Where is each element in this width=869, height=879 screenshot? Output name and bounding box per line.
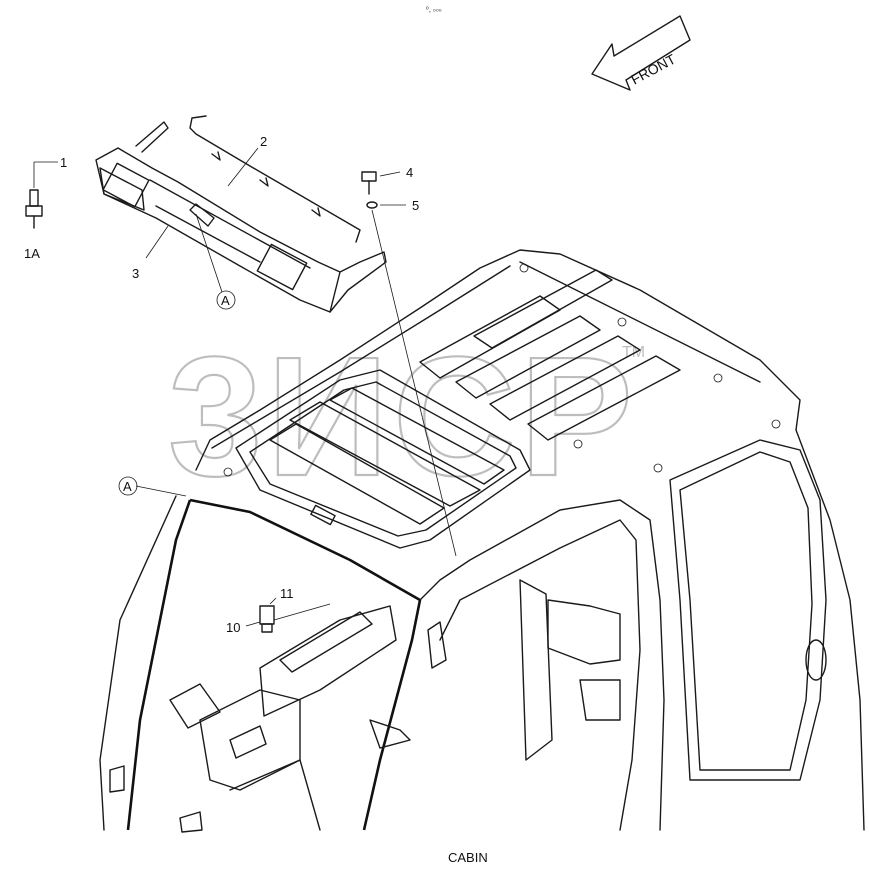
callout-2: 2 [260,134,267,149]
callout-3: 3 [132,266,139,281]
washer-part-5 [366,201,378,209]
caption: CABIN [448,850,488,865]
work-lamp-bracket [95,121,387,313]
callout-5: 5 [412,198,419,213]
callout-11: 11 [280,586,294,601]
cabin-body [99,429,865,833]
callout-1: 1 [60,155,67,170]
bolt-install-line [371,209,457,557]
detail-a-top: A [221,293,230,308]
switch-part-10-11 [259,605,275,633]
bulb-part-1a [25,161,58,229]
front-arrow-label: FRONT [628,51,678,88]
callout-4: 4 [406,165,413,180]
callout-1a: 1A [24,246,40,261]
detail-a-cabin: A [123,479,132,494]
detail-a-marker-top [216,290,236,310]
detail-a-marker-cabin [118,476,138,496]
wire-harness-part-2 [189,115,361,243]
front-arrow: FRONT [591,15,691,91]
watermark-text: 3ИСР [168,322,637,512]
cabin-roof [195,249,801,549]
top-mark: ᵒ˳ ₀₀₀ [426,6,442,13]
callout-10: 10 [226,620,240,635]
bolt-part-4 [361,171,377,195]
